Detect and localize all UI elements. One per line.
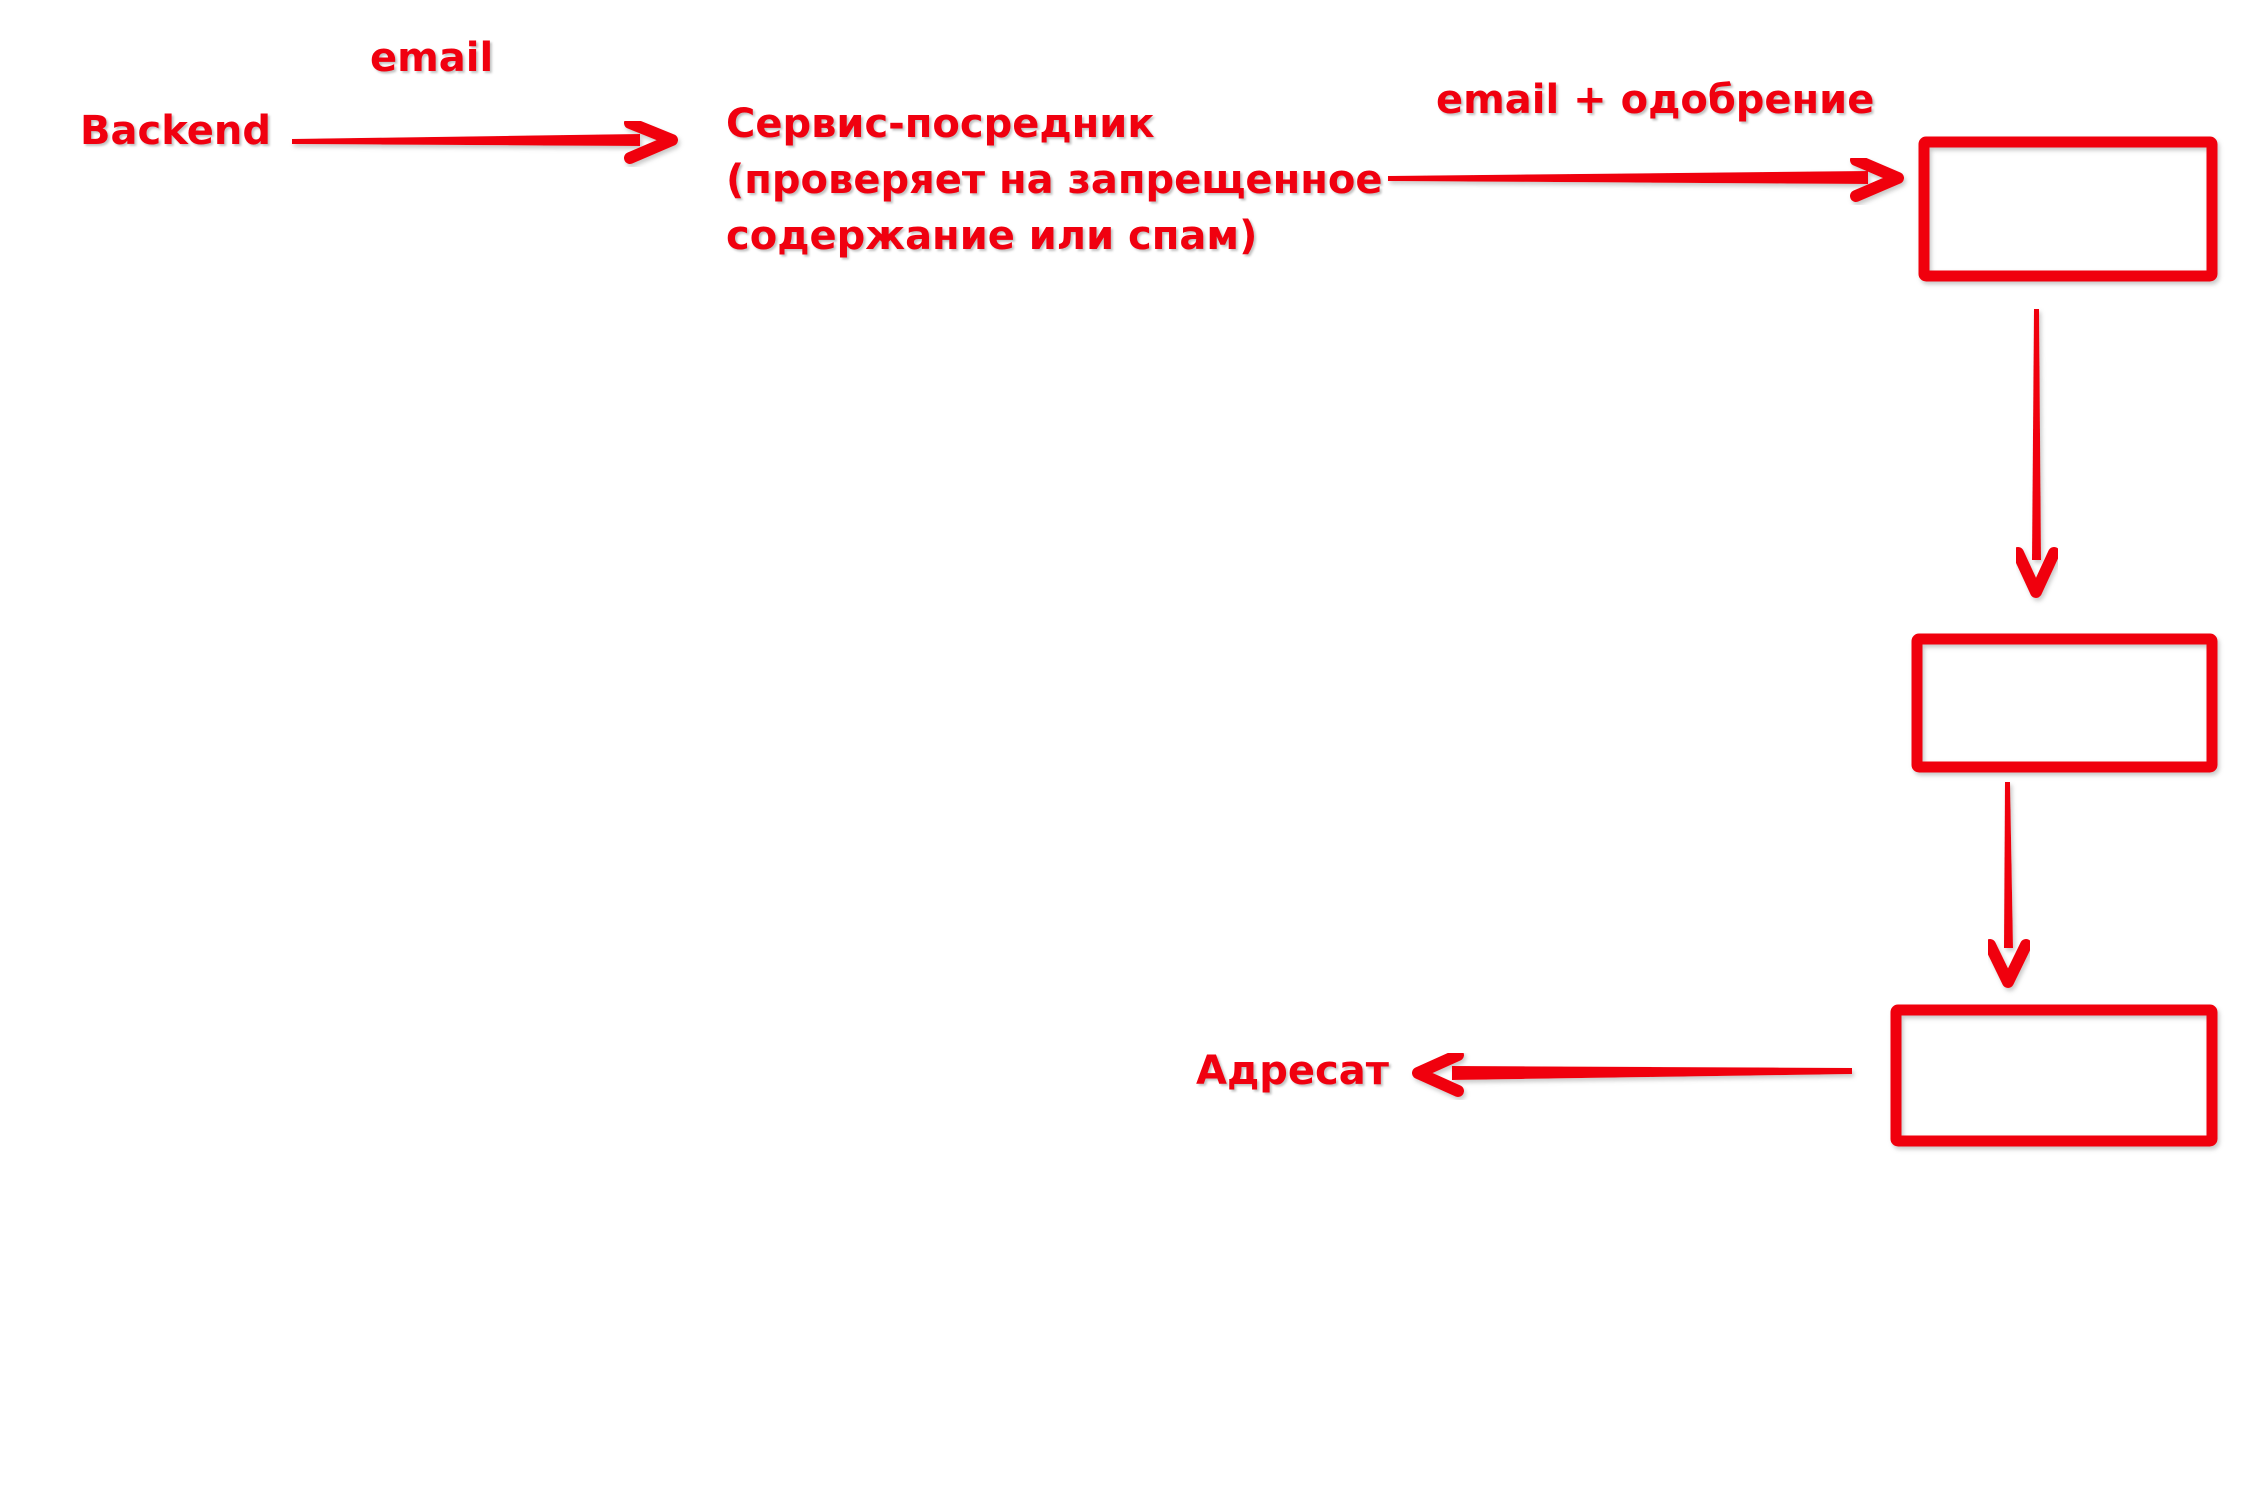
- box-1: [1918, 136, 2218, 282]
- arrow-backend-to-service: [292, 117, 678, 164]
- service-label-line: (проверяет на запрещенное: [726, 157, 1383, 203]
- box-2: [1911, 633, 2218, 773]
- service-label: Сервис-посредник (проверяет на запрещенн…: [726, 96, 1382, 264]
- arrow-box-3-to-recipient: [1412, 1049, 1852, 1097]
- arrow-box-1-to-box-2: [2012, 309, 2060, 598]
- arrow-service-to-box-1: [1388, 154, 1904, 202]
- service-label-line: содержание или спам): [726, 213, 1258, 259]
- email-label: email: [370, 35, 494, 81]
- service-label-line: Сервис-посредник: [726, 101, 1155, 147]
- email-approval-label: email + одобрение: [1436, 77, 1875, 123]
- arrow-box-2-to-box-3: [1984, 782, 2032, 988]
- backend-label: Backend: [80, 108, 271, 154]
- box-3: [1890, 1004, 2218, 1147]
- recipient-label: Адресат: [1196, 1048, 1389, 1094]
